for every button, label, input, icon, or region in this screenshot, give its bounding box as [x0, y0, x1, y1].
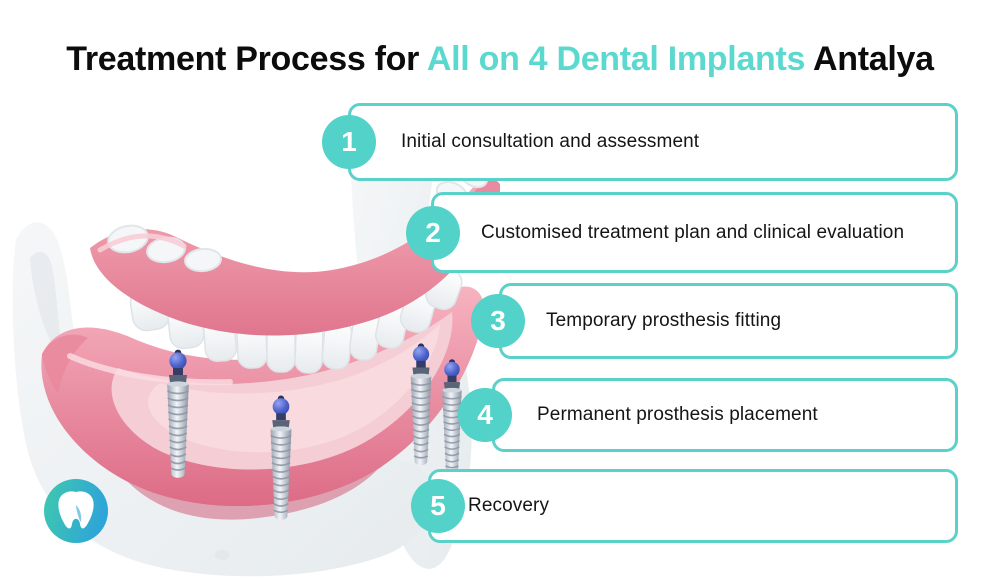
clinic-logo: [43, 478, 109, 544]
step-item-3: 3 Temporary prosthesis fitting: [471, 283, 958, 359]
step-label: Customised treatment plan and clinical e…: [481, 221, 905, 243]
all-on-4-jaw-implant-illustration: [12, 106, 500, 577]
tooth-logo-icon: [44, 479, 108, 543]
step-label: Initial consultation and assessment: [401, 131, 700, 152]
page-title: Treatment Process for All on 4 Dental Im…: [0, 40, 1000, 79]
step-item-4: 4 Permanent prosthesis placement: [458, 378, 958, 452]
step-item-5: 5 Recovery: [411, 469, 958, 543]
step-number-badge: 1: [322, 115, 376, 169]
step-label: Recovery: [468, 495, 550, 516]
step-item-1: 1 Initial consultation and assessment: [322, 103, 958, 181]
step-number-badge: 2: [406, 205, 460, 260]
step-label: Temporary prosthesis fitting: [546, 310, 782, 331]
title-suffix: Antalya: [813, 40, 934, 78]
title-prefix: Treatment Process for: [66, 40, 420, 78]
title-highlight: All on 4 Dental Implants: [426, 40, 806, 78]
step-label: Permanent prosthesis placement: [537, 404, 818, 425]
step-number-badge: 5: [411, 479, 465, 533]
step-number-badge: 4: [458, 388, 512, 442]
step-item-2: 2 Customised treatment plan and clinical…: [406, 192, 958, 273]
step-number-badge: 3: [471, 294, 525, 348]
